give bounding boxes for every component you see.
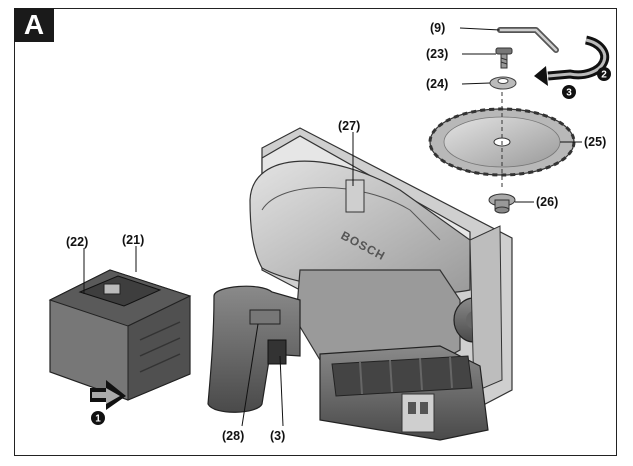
svg-text:3: 3 [566,88,572,99]
clamping-flange [489,76,517,90]
insert-arrow [90,380,126,410]
svg-text:1: 1 [95,414,101,425]
mounting-flange [488,193,516,214]
label-clamping-flange: (24) [426,77,448,91]
step-marker-3: 3 [562,85,576,99]
svg-text:2: 2 [601,70,607,81]
step-marker-2: 2 [597,67,611,81]
label-on-off-switch: (3) [270,429,285,443]
hex-key [497,27,559,53]
label-saw-blade: (25) [584,135,606,149]
label-hex-key: (9) [430,21,445,35]
leader-lines [83,27,582,427]
rotation-arrow [534,35,610,86]
step-marker-1: 1 [91,411,105,425]
label-handle: (28) [222,429,244,443]
circular-saw-body: BOSCH [249,127,513,441]
diagram-frame [14,8,617,456]
panel-letter: A [14,8,54,42]
label-mounting-flange: (26) [536,195,558,209]
label-battery: (21) [122,233,144,247]
label-part-27: (27) [338,119,360,133]
label-battery-unlock: (22) [66,235,88,249]
label-clamping-screw: (23) [426,47,448,61]
clamping-screw [495,47,513,69]
battery-pack [48,269,192,401]
